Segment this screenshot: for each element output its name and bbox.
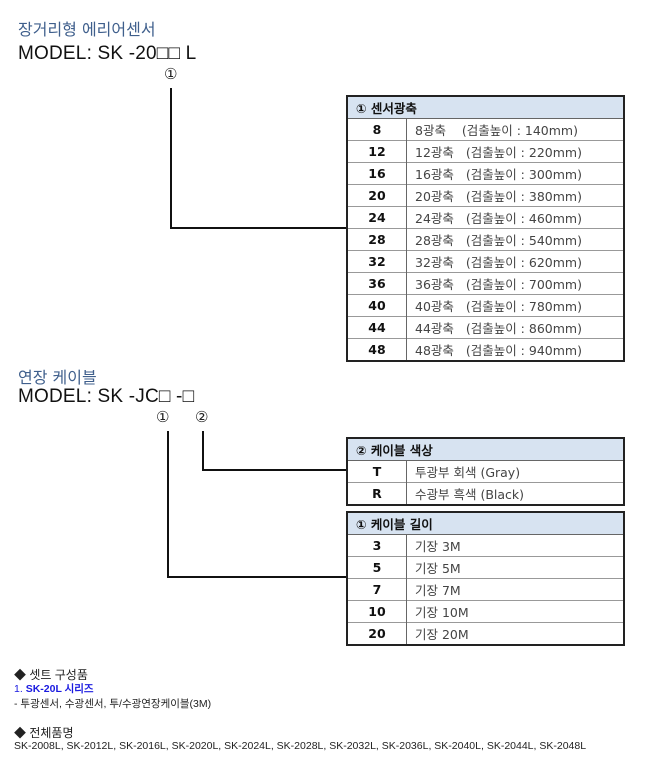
row-code: 10 [347, 600, 407, 623]
set-heading: ◆ 셋트 구성품 [14, 668, 88, 682]
row-code: R [347, 482, 407, 505]
connector-line [202, 431, 204, 471]
all-models-list: SK-2008L, SK-2012L, SK-2016L, SK-2020L, … [14, 740, 587, 752]
cable-title: 연장 케이블 [18, 368, 97, 387]
row-description: 투광부 회색 (Gray) [406, 460, 624, 483]
row-code: 20 [347, 184, 407, 207]
row-code: 20 [347, 622, 407, 645]
connector-line [202, 469, 346, 471]
connector-line [170, 227, 346, 229]
row-description: 28광축 (검출높이 : 540mm) [406, 228, 624, 251]
table-header: ① 센서광축 [347, 96, 624, 119]
row-description: 16광축 (검출높이 : 300mm) [406, 162, 624, 185]
row-code: 5 [347, 556, 407, 579]
row-code: 12 [347, 140, 407, 163]
sensor-marker-1: ① [164, 65, 178, 83]
row-code: 24 [347, 206, 407, 229]
row-description: 기장 20M [406, 622, 624, 645]
sensor-model-code: MODEL: SK -20□□ L [18, 43, 197, 64]
row-description: 기장 5M [406, 556, 624, 579]
row-description: 36광축 (검출높이 : 700mm) [406, 272, 624, 295]
row-description: 기장 10M [406, 600, 624, 623]
row-code: 44 [347, 316, 407, 339]
row-code: 28 [347, 228, 407, 251]
row-description: 수광부 흑색 (Black) [406, 482, 624, 505]
row-code: 7 [347, 578, 407, 601]
row-code: 48 [347, 338, 407, 361]
connector-line [167, 576, 346, 578]
connector-line [167, 431, 169, 578]
row-code: 32 [347, 250, 407, 273]
row-description: 48광축 (검출높이 : 940mm) [406, 338, 624, 361]
connector-line [170, 88, 172, 229]
row-description: 40광축 (검출높이 : 780mm) [406, 294, 624, 317]
row-description: 12광축 (검출높이 : 220mm) [406, 140, 624, 163]
sensor-title: 장거리형 에리어센서 [18, 20, 156, 39]
row-code: T [347, 460, 407, 483]
table-header: ② 케이블 색상 [347, 438, 624, 461]
row-code: 36 [347, 272, 407, 295]
cable-model-code: MODEL: SK -JC□ -□ [18, 386, 195, 407]
row-description: 32광축 (검출높이 : 620mm) [406, 250, 624, 273]
row-description: 24광축 (검출높이 : 460mm) [406, 206, 624, 229]
row-description: 20광축 (검출높이 : 380mm) [406, 184, 624, 207]
row-code: 40 [347, 294, 407, 317]
row-description: 기장 7M [406, 578, 624, 601]
row-code: 16 [347, 162, 407, 185]
row-code: 3 [347, 534, 407, 557]
row-description: 44광축 (검출높이 : 860mm) [406, 316, 624, 339]
all-models-heading: ◆ 전체품명 [14, 726, 74, 740]
item-name: SK-20L 시리즈 [25, 683, 94, 695]
table-header: ① 케이블 길이 [347, 512, 624, 535]
cable-marker-2: ② [195, 408, 209, 426]
item-number: 1. [14, 683, 26, 695]
row-description: 8광축 (검출높이 : 140mm) [406, 118, 624, 141]
row-code: 8 [347, 118, 407, 141]
set-contents: - 투광센서, 수광센서, 투/수광연장케이블(3M) [14, 698, 212, 710]
cable-marker-1: ① [156, 408, 170, 426]
row-description: 기장 3M [406, 534, 624, 557]
set-item: 1. SK-20L 시리즈 [14, 681, 94, 696]
